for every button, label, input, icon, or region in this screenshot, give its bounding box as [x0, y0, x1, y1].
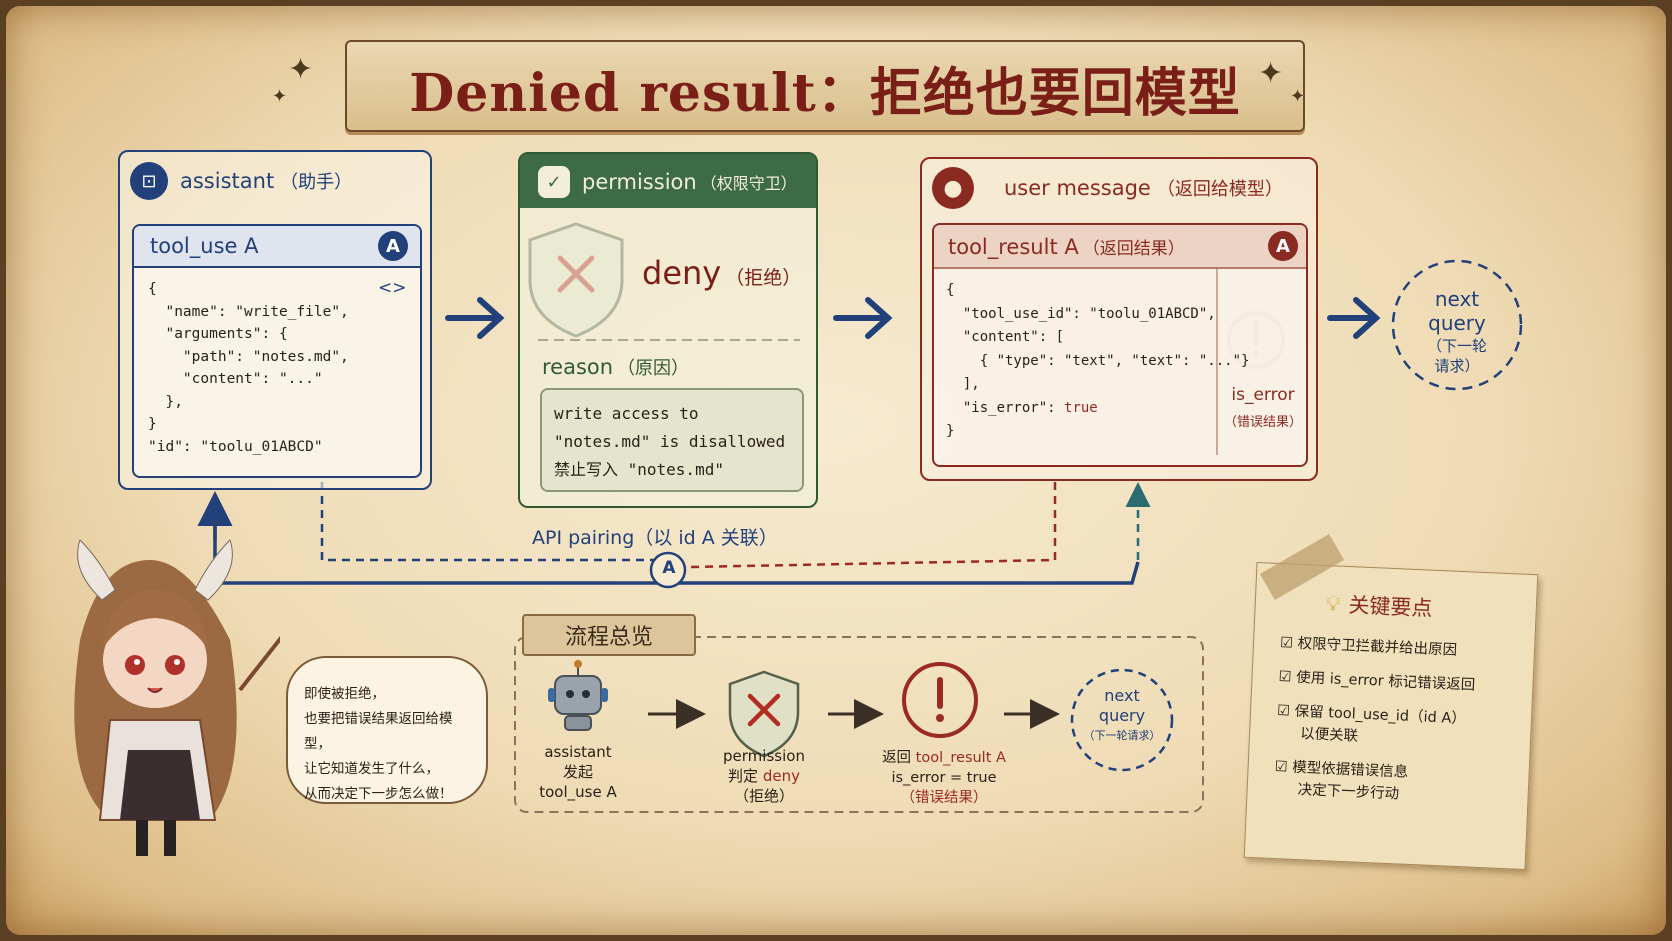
key-points-note: 💡︎ 关键要点 ☑ 权限守卫拦截并给出原因 ☑ 使用 is_error 标记错误…: [1243, 561, 1539, 871]
flow-shield-icon: [728, 670, 800, 758]
reason-sublabel: （原因）: [617, 358, 690, 379]
pairing-id-badge: [649, 551, 687, 589]
mascot-illustration: [40, 520, 297, 860]
tool-result-code-end: }: [946, 423, 955, 439]
deny-sublabel: （拒绝）: [725, 267, 802, 289]
next-query-circle: [1391, 259, 1523, 391]
flow-step-2-prefix: 判定: [728, 767, 759, 785]
flow-next-query-line-1: next: [1104, 686, 1140, 705]
flow-step-1-line-2: 发起: [562, 763, 593, 781]
title-banner: Denied result：拒绝也要回模型: [345, 40, 1305, 132]
robot-icon: ⊡: [130, 162, 168, 200]
assistant-title: assistant: [180, 169, 275, 193]
tool-use-card: tool_use A A <> { "name": "write_file", …: [132, 224, 422, 478]
sparkle-icon: ✦: [1290, 86, 1306, 107]
pairing-id-label: A: [662, 558, 676, 578]
key-point-4: 模型依据错误信息: [1291, 759, 1409, 781]
flow-step-2-line-3: （拒绝）: [733, 787, 794, 805]
tool-use-header: [134, 226, 420, 268]
flow-step-3-line-3: （错误结果）: [900, 790, 988, 806]
lightbulb-icon: 💡︎: [1325, 590, 1342, 616]
assistant-panel: ⊡ assistant （助手） tool_use A A <> { "name…: [118, 150, 432, 490]
flow-next-query-line-2: query: [1098, 706, 1146, 725]
reason-text: write access to "notes.md" is disallowed…: [554, 404, 786, 479]
shield-check-icon: ✓: [538, 166, 570, 198]
reason-box: write access to "notes.md" is disallowed…: [540, 388, 804, 492]
flow-step-1-line-3: tool_use A: [539, 783, 617, 801]
is-error-sublabel: （错误结果）: [1223, 415, 1302, 430]
key-point-1: 权限守卫拦截并给出原因: [1297, 635, 1458, 659]
page-title: Denied result：拒绝也要回模型: [409, 62, 1241, 124]
tool-use-badge: A: [378, 231, 408, 261]
flow-step-1-line-1: assistant: [544, 743, 612, 761]
sparkle-icon: ✦: [288, 52, 314, 87]
bubble-line-2: 也要把错误结果返回给模型，: [304, 711, 453, 752]
user-subtitle: （返回给模型）: [1156, 179, 1283, 200]
user-icon: ●: [932, 167, 974, 209]
permission-title: permission: [582, 170, 697, 194]
checkbox-icon: ☑: [1278, 669, 1297, 686]
checkbox-icon: ☑: [1276, 703, 1296, 720]
next-query-label: next: [1434, 287, 1480, 311]
divider: [1216, 269, 1218, 455]
tool-use-title: tool_use A: [150, 234, 259, 258]
flow-step-3-line-2: is_error = true: [891, 770, 997, 786]
next-query-label-2: query: [1428, 311, 1486, 335]
checkbox-icon: ☑: [1274, 758, 1293, 776]
tool-result-badge: A: [1268, 231, 1298, 261]
pairing-line-assistant: [320, 482, 655, 562]
code-icon: <>: [378, 278, 407, 298]
tool-use-code: { "name": "write_file", "arguments": { "…: [148, 281, 349, 455]
tool-result-code-text: { "tool_use_id": "toolu_01ABCD", "conten…: [946, 282, 1250, 416]
bubble-line-1: 即使被拒绝，: [304, 686, 385, 702]
bubble-line-3: 让它知道发生了什么，: [304, 761, 439, 777]
tool-result-title: tool_result A: [948, 235, 1079, 259]
arrow-assistant-to-permission: [445, 297, 505, 339]
is-error-label: is_error: [1231, 385, 1295, 405]
pairing-line-result: [689, 482, 1057, 569]
flow-overview-title: 流程总览: [522, 614, 696, 656]
assistant-subtitle: （助手）: [280, 172, 353, 193]
next-query-sublabel: （下一轮: [1426, 337, 1487, 355]
flow-robot-icon: [548, 660, 608, 731]
key-point-2: 使用 is_error 标记错误返回: [1295, 669, 1476, 694]
tool-result-code: { "tool_use_id": "toolu_01ABCD", "conten…: [946, 279, 1249, 444]
permission-subtitle: （权限守卫）: [700, 174, 797, 193]
flow-step-3-prefix: 返回: [882, 750, 912, 766]
tool-result-card: tool_result A （返回结果） A { "tool_use_id": …: [932, 223, 1308, 467]
permission-panel: ✓ permission （权限守卫） deny （拒绝） reason （原因…: [518, 152, 818, 508]
flow-step-2-line-1: permission: [723, 747, 805, 765]
pairing-label: API pairing（以 id A 关联）: [532, 527, 778, 549]
sparkle-icon: ✦: [272, 86, 288, 107]
checkbox-icon: ☑: [1279, 635, 1299, 652]
flow-step-3-result: tool_result A: [915, 750, 1006, 766]
flow-next-query-circle: [1070, 668, 1174, 772]
speech-bubble: 即使被拒绝， 也要把错误结果返回给模型， 让它知道发生了什么， 从而决定下一步怎…: [286, 656, 488, 804]
tool-result-header: [934, 225, 1306, 269]
reason-label: reason: [542, 355, 614, 379]
deny-label: deny: [642, 254, 722, 292]
bubble-line-4: 从而决定下一步怎么做！: [304, 786, 453, 802]
user-message-panel: ● user message （返回给模型） tool_result A （返回…: [920, 157, 1318, 481]
sparkle-icon: ✦: [1258, 56, 1284, 91]
flow-error-icon: [902, 662, 978, 738]
next-query-sublabel-2: 请求）: [1434, 357, 1480, 375]
flow-step-2-deny: deny: [762, 767, 800, 785]
arrow-permission-to-user: [833, 297, 893, 339]
tool-result-subtitle: （返回结果）: [1082, 239, 1185, 259]
is-error-value: true: [1064, 399, 1098, 416]
flow-overview-frame: [514, 636, 1204, 813]
flow-next-query-line-3: （下一轮请求）: [1083, 729, 1161, 742]
key-points-title: 关键要点: [1347, 593, 1433, 621]
arrow-user-to-next: [1327, 297, 1381, 339]
user-title: user message: [1004, 176, 1151, 200]
